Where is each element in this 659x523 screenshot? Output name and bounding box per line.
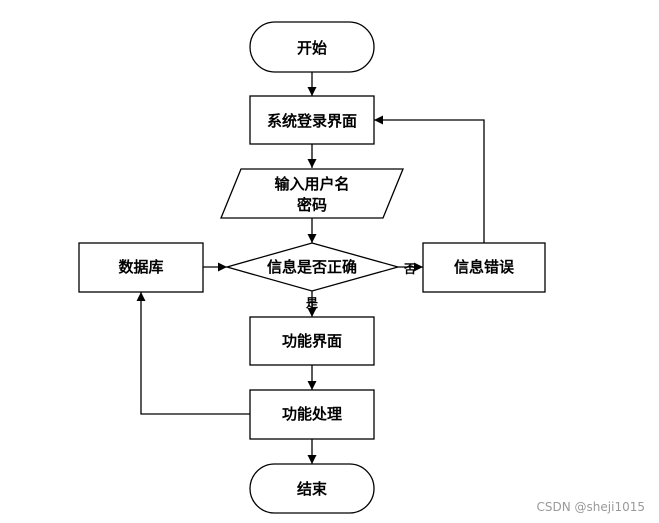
end-terminal [249,463,375,514]
input-parallelogram [220,168,404,219]
func-ui-box [249,316,375,366]
edge-label-yes: 是 [305,296,319,310]
error-box [422,242,546,293]
error-label: 信息错误 [454,258,515,276]
edge-funcproc-database [136,292,250,415]
login-label: 系统登录界面 [267,112,357,130]
decision-label: 信息是否正确 [267,258,357,276]
end-label: 结束 [297,480,328,498]
watermark-text: CSDN @sheji1015 [537,500,645,514]
login-box [249,95,375,145]
input-label-line2: 密码 [297,196,327,214]
database-box [78,242,204,293]
edge-label-no: 否 [403,262,416,276]
database-label: 数据库 [118,258,163,276]
func-proc-label: 功能处理 [282,405,342,423]
func-proc-box [249,389,375,440]
input-label-line1: 输入用户名 [274,175,349,193]
start-label: 开始 [297,39,327,57]
func-ui-label: 功能界面 [282,332,342,350]
edge-error-login [374,115,485,243]
